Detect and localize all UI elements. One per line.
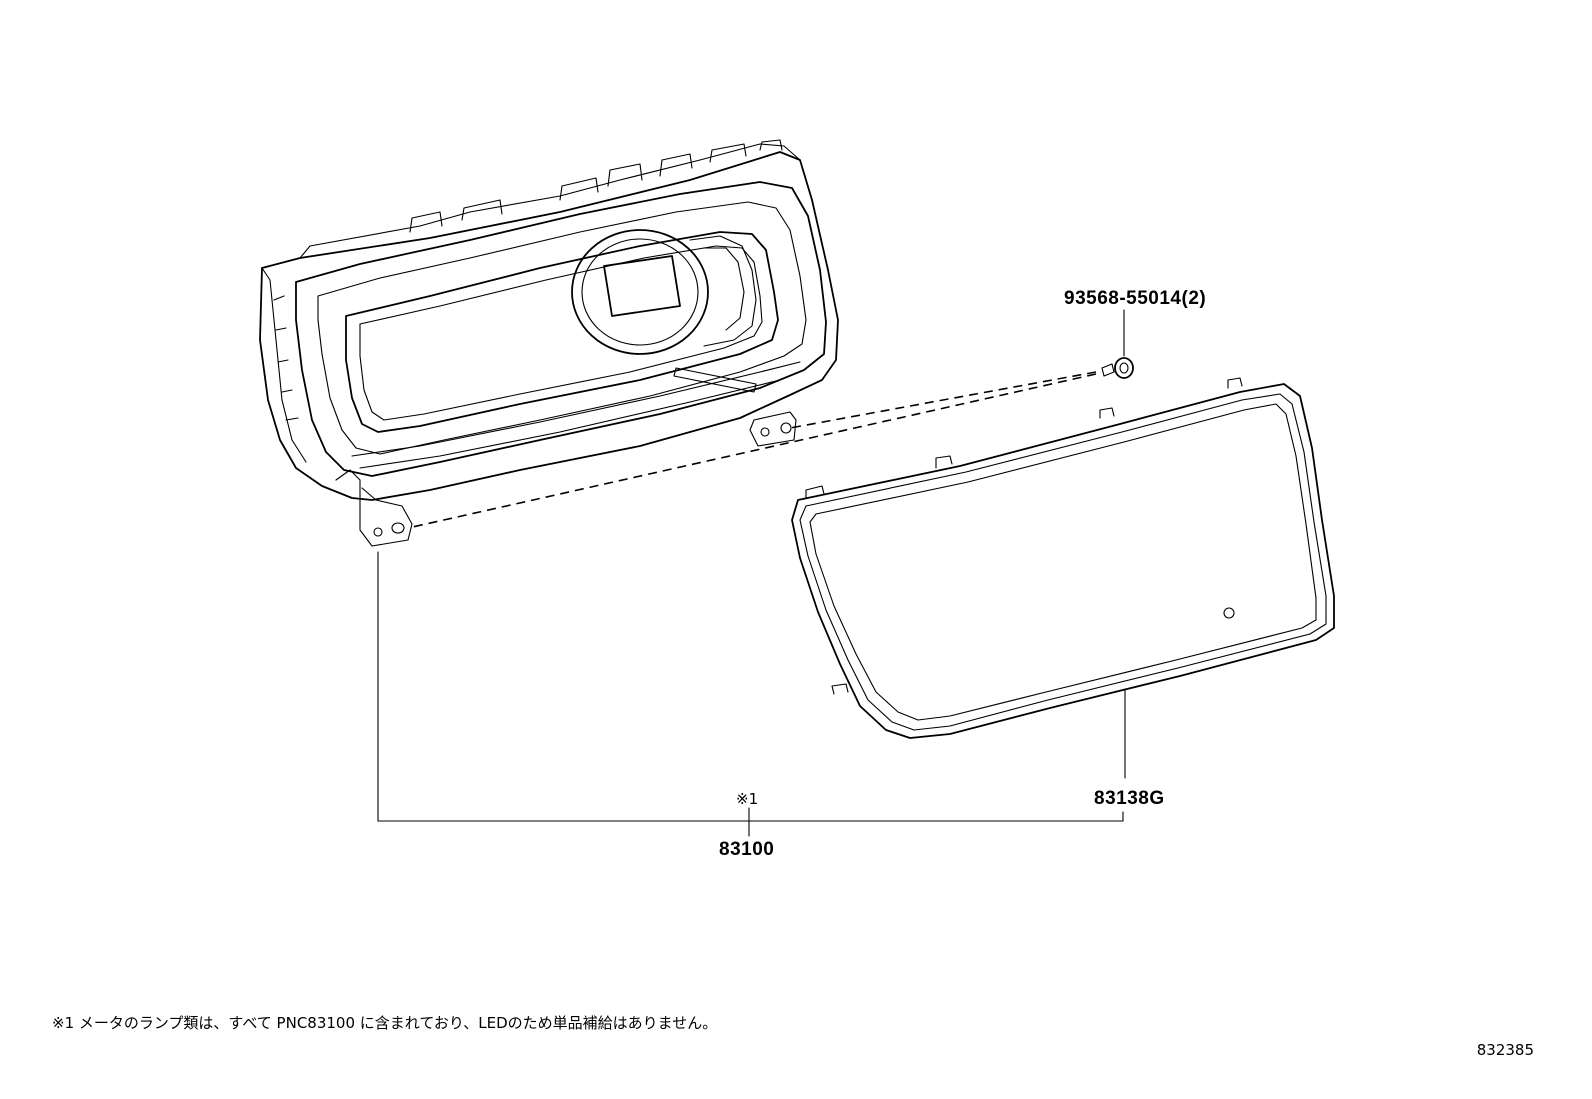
screw	[1101, 357, 1134, 379]
meter-housing	[259, 139, 839, 547]
leader-lines	[377, 309, 1126, 837]
lens-part-number: 83138G	[1094, 788, 1165, 809]
screw-part-number: 93568-55014(2)	[1064, 288, 1206, 309]
fastener-lines	[407, 371, 1097, 529]
footnote: ※1 メータのランプ類は、すべて PNC83100 に含まれており、LEDのため…	[52, 1014, 718, 1032]
drawing-number: 832385	[1476, 1041, 1534, 1059]
assembly-part-number: 83100	[719, 839, 774, 860]
meter-lens	[791, 377, 1335, 739]
note-marker: ※1	[736, 790, 758, 808]
